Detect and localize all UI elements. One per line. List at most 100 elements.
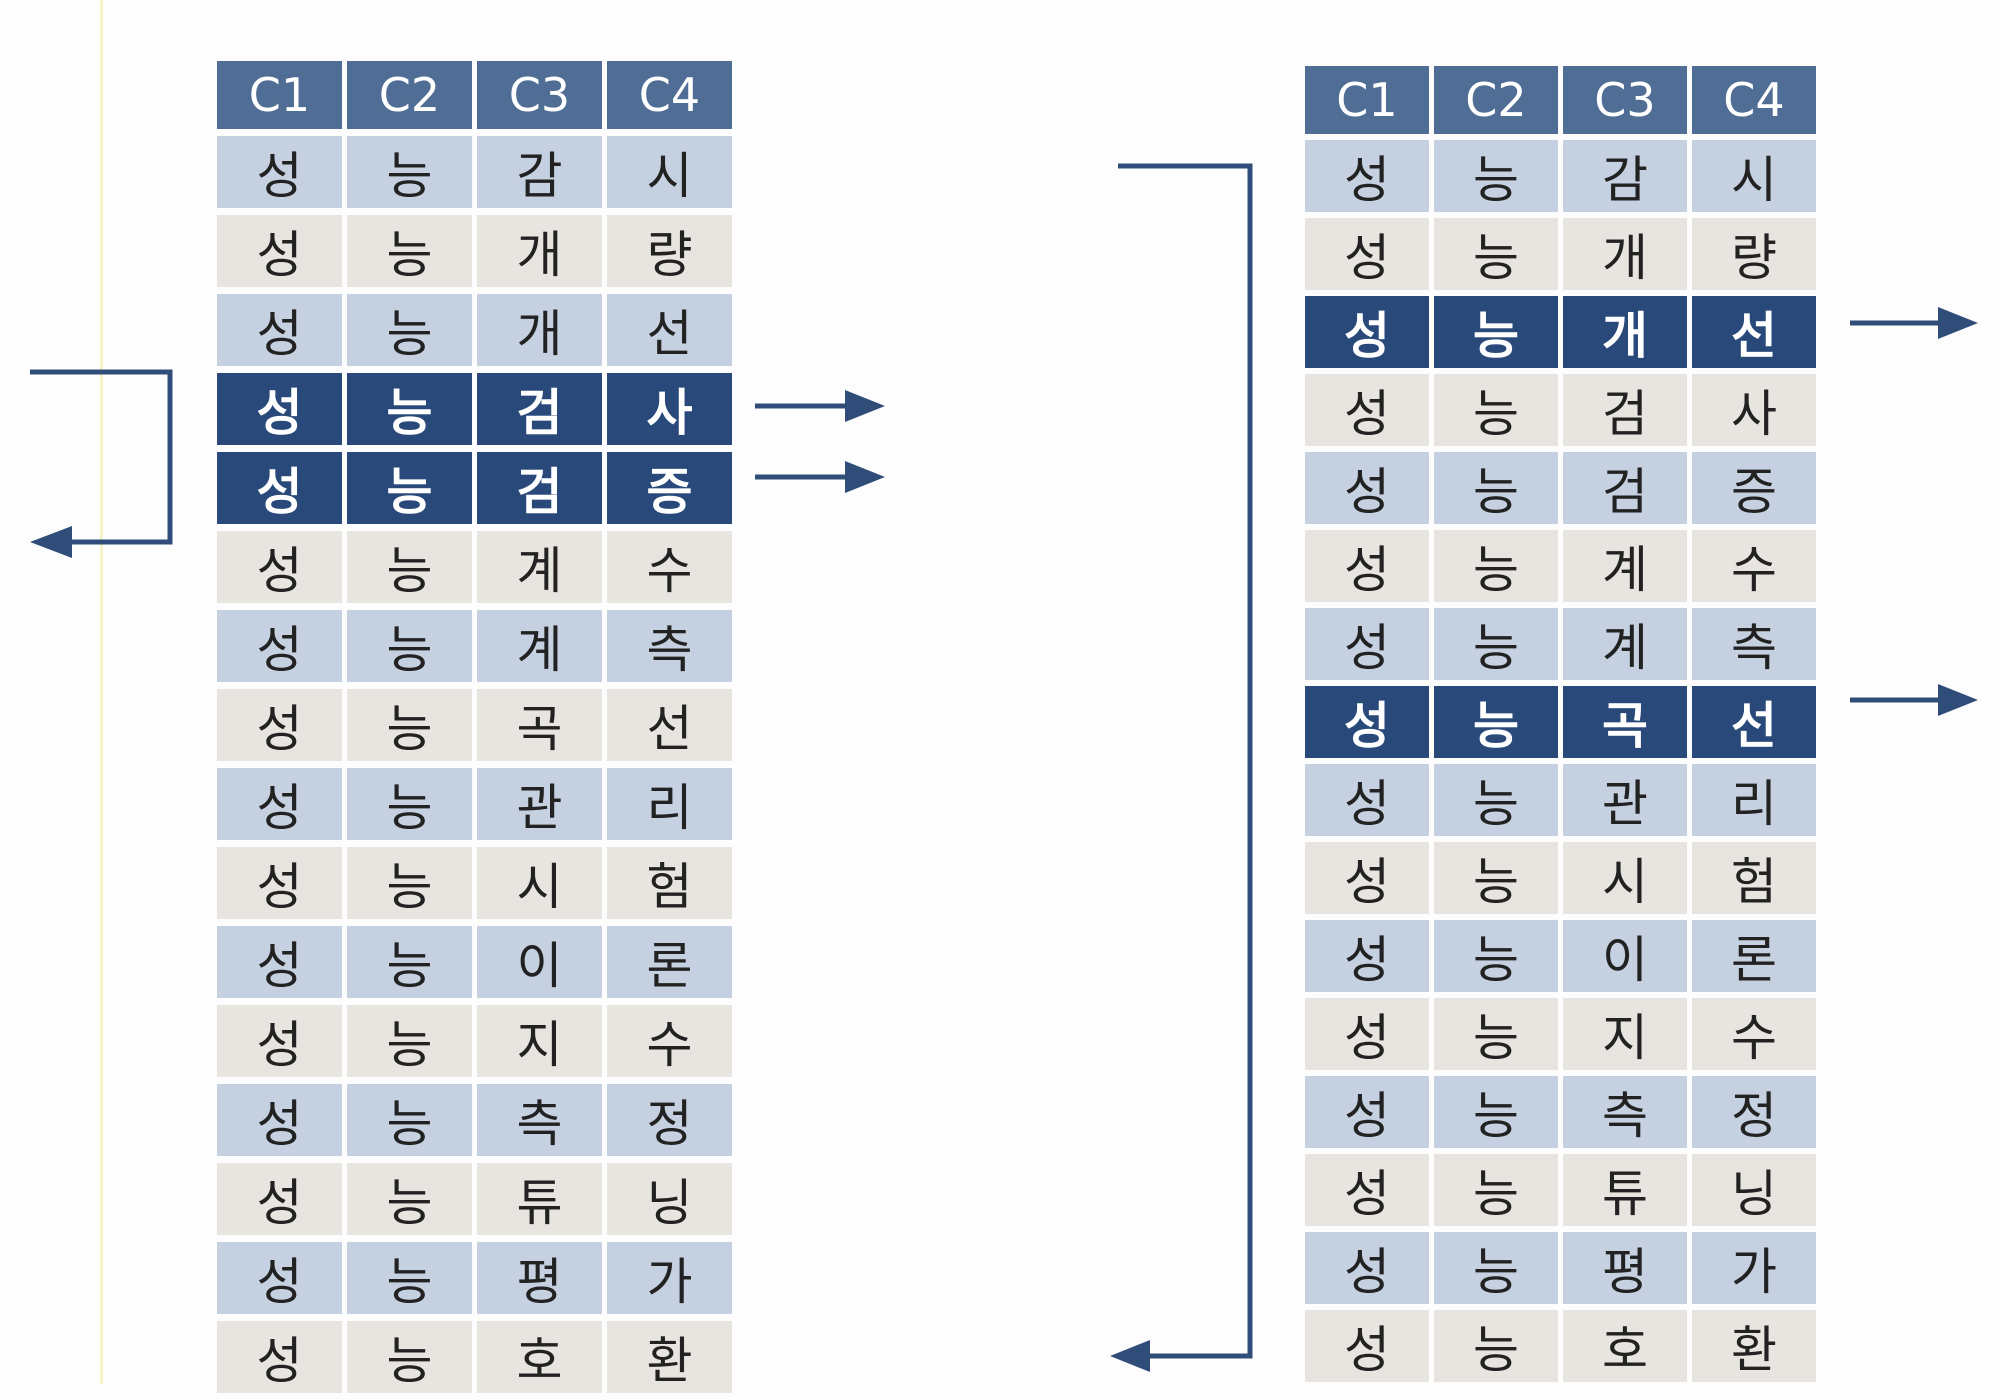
table-cell: 리 — [607, 768, 732, 840]
table-cell: 능 — [347, 1163, 472, 1235]
table-cell: 지 — [477, 1005, 602, 1077]
table-cell: 능 — [347, 1005, 472, 1077]
table-cell: 능 — [1434, 296, 1558, 368]
table-cell: 정 — [1692, 1076, 1816, 1148]
table-cell: 개 — [1563, 218, 1687, 290]
table-cell: 성 — [1305, 374, 1429, 446]
table-cell: 이 — [477, 926, 602, 998]
header-row: C1 C2 C3 C4 — [217, 61, 732, 129]
table-cell: 성 — [217, 215, 342, 287]
column-header: C4 — [1692, 66, 1816, 134]
table-cell: 성 — [1305, 764, 1429, 836]
table-cell: 호 — [1563, 1310, 1687, 1382]
table-cell: 능 — [347, 689, 472, 761]
table-cell: 성 — [217, 1321, 342, 1393]
table-cell: 성 — [1305, 686, 1429, 758]
table-cell: 튜 — [1563, 1154, 1687, 1226]
table-cell: 사 — [1692, 374, 1816, 446]
table-cell: 개 — [1563, 296, 1687, 368]
arrowhead-icon — [845, 461, 885, 493]
table-cell: 성 — [1305, 608, 1429, 680]
table-cell: 성 — [217, 610, 342, 682]
table-cell: 환 — [1692, 1310, 1816, 1382]
table-cell: 능 — [347, 1242, 472, 1314]
table-cell: 시 — [607, 136, 732, 208]
table-cell: 측 — [1563, 1076, 1687, 1148]
table-cell: 능 — [347, 136, 472, 208]
table-cell: 개 — [477, 215, 602, 287]
table-cell: 감 — [477, 136, 602, 208]
table-cell: 수 — [607, 531, 732, 603]
table-cell: 증 — [607, 452, 732, 524]
column-header: C4 — [607, 61, 732, 129]
table-cell: 능 — [1434, 608, 1558, 680]
arrowhead-icon — [1938, 307, 1978, 339]
table-cell: 닝 — [1692, 1154, 1816, 1226]
table-cell: 능 — [1434, 998, 1558, 1070]
column-header: C2 — [347, 61, 472, 129]
table-cell: 환 — [607, 1321, 732, 1393]
table-cell: 성 — [1305, 1076, 1429, 1148]
table-cell: 측 — [1692, 608, 1816, 680]
table-cell: 측 — [477, 1084, 602, 1156]
return-arrow-icon — [30, 369, 173, 545]
table-cell: 능 — [347, 373, 472, 445]
table-cell: 수 — [607, 1005, 732, 1077]
table-cell: 성 — [1305, 296, 1429, 368]
table-cell: 능 — [1434, 1232, 1558, 1304]
table-cell: 성 — [1305, 452, 1429, 524]
table-cell: 능 — [347, 215, 472, 287]
arrowhead-icon — [1110, 1340, 1150, 1372]
table-cell: 능 — [1434, 374, 1558, 446]
table-cell: 가 — [1692, 1232, 1816, 1304]
table-cell: 가 — [607, 1242, 732, 1314]
table-cell: 계 — [1563, 530, 1687, 602]
table-cell: 험 — [1692, 842, 1816, 914]
table-cell: 능 — [1434, 842, 1558, 914]
table-cell: 능 — [347, 926, 472, 998]
table-cell: 성 — [1305, 998, 1429, 1070]
table-cell: 수 — [1692, 530, 1816, 602]
table-cell: 성 — [217, 1242, 342, 1314]
column-header: C1 — [1305, 66, 1429, 134]
table-cell: 계 — [477, 531, 602, 603]
return-arrow-icon — [1118, 163, 1253, 1359]
table-cell: 론 — [1692, 920, 1816, 992]
table-cell: 성 — [1305, 530, 1429, 602]
table-cell: 능 — [347, 531, 472, 603]
table-cell: 검 — [477, 373, 602, 445]
table-cell: 시 — [1563, 842, 1687, 914]
table-cell: 능 — [1434, 140, 1558, 212]
table-cell: 능 — [347, 1321, 472, 1393]
table-cell: 능 — [1434, 686, 1558, 758]
table-cell: 성 — [217, 1163, 342, 1235]
table-cell: 선 — [1692, 296, 1816, 368]
table-cell: 성 — [217, 1084, 342, 1156]
table-cell: 개 — [477, 294, 602, 366]
table-cell: 량 — [1692, 218, 1816, 290]
table-cell: 능 — [1434, 1076, 1558, 1148]
arrowhead-icon — [30, 526, 72, 558]
